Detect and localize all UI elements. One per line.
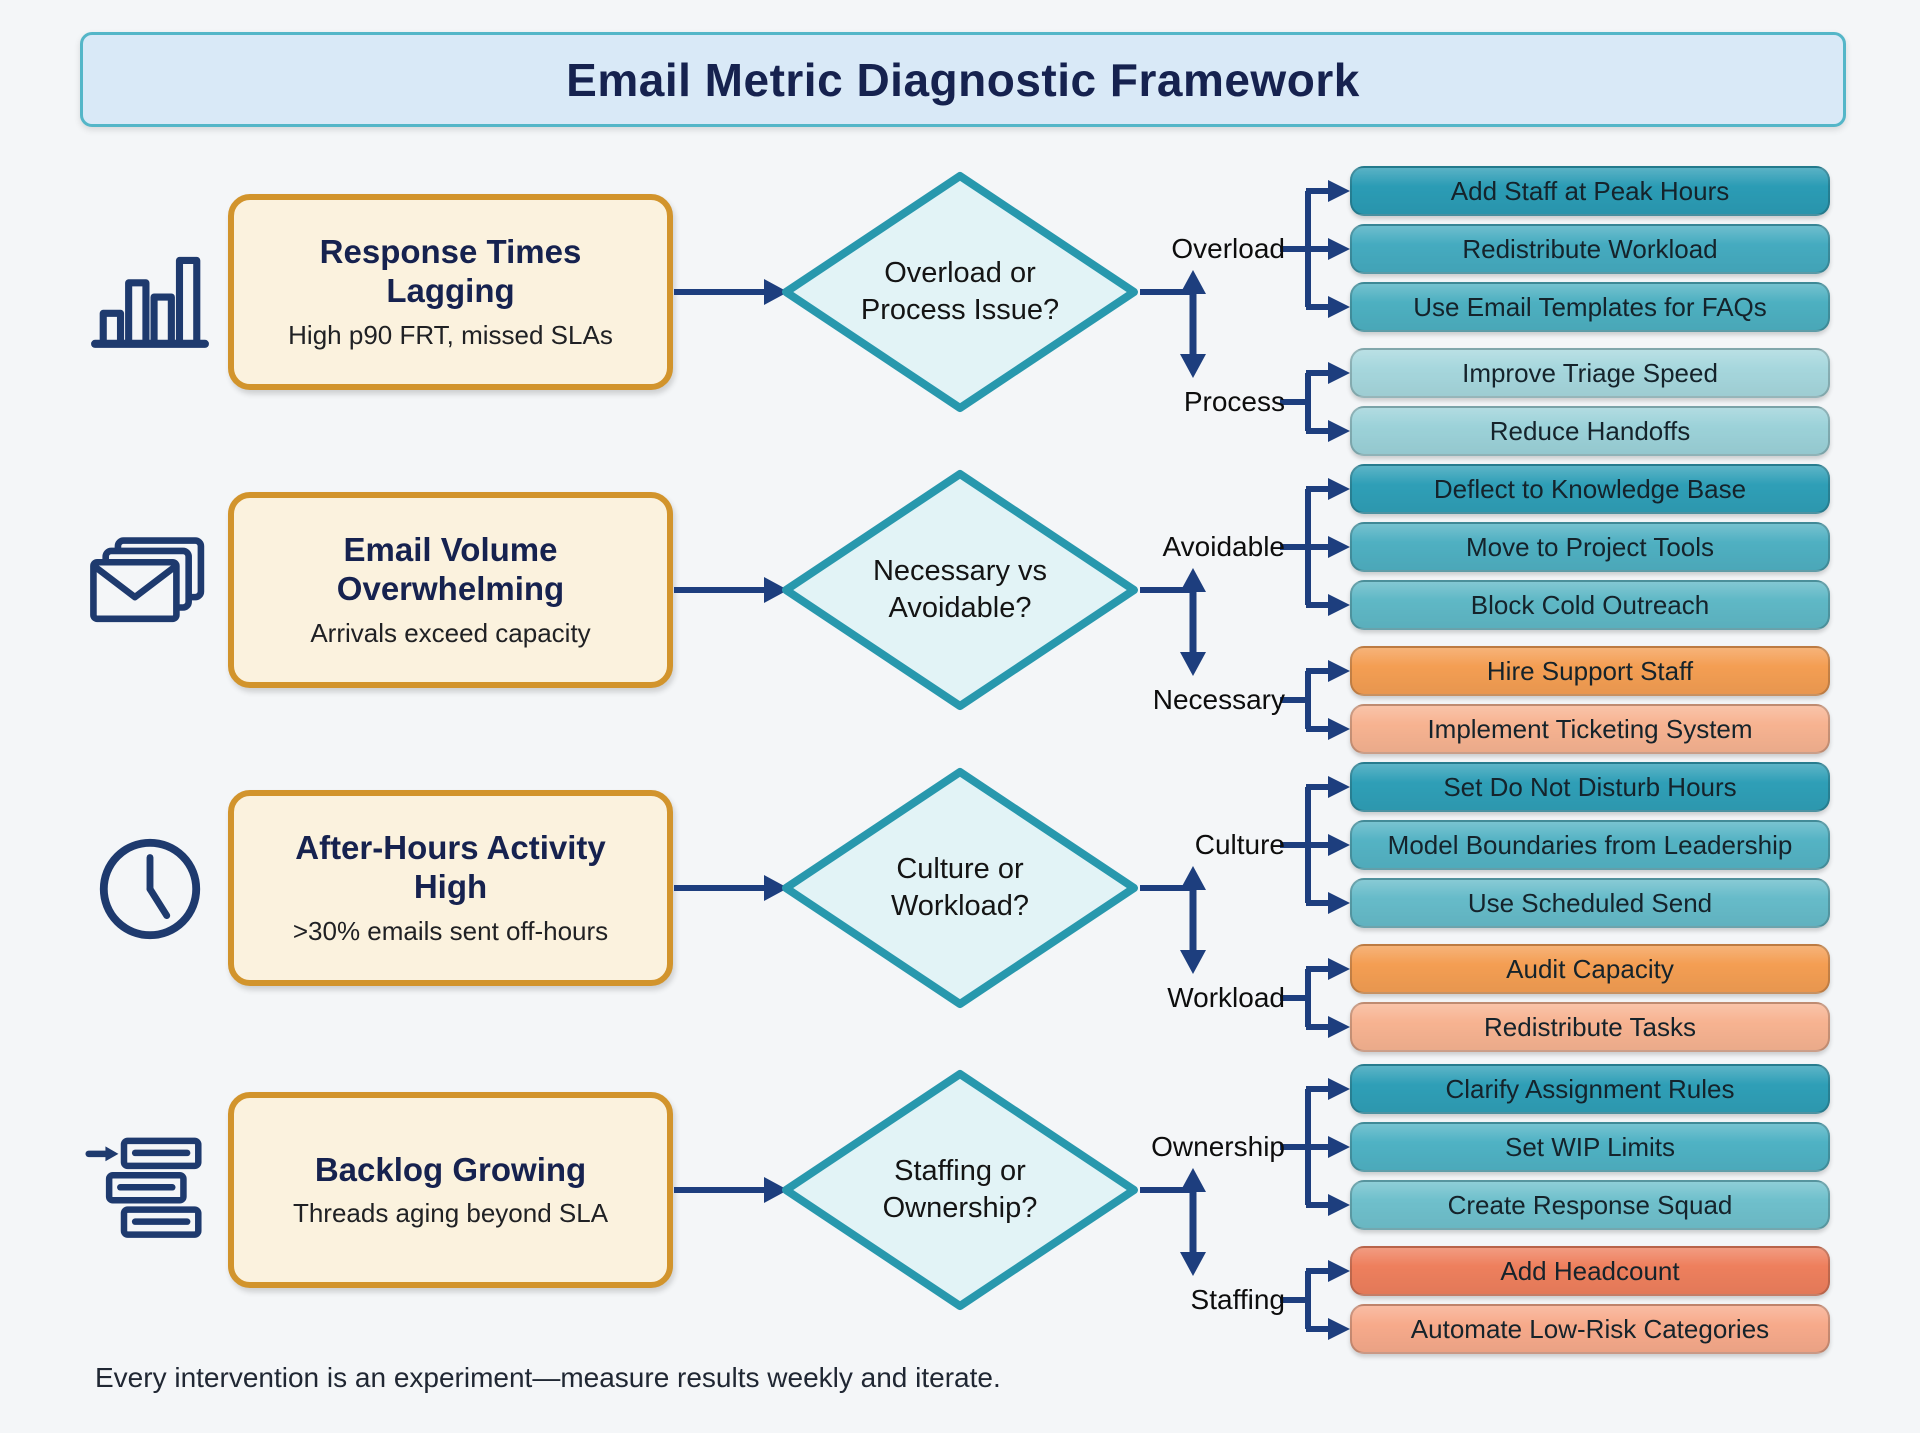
problem-card: Response Times Lagging High p90 FRT, mis…	[228, 194, 673, 390]
problem-title: Response Times Lagging	[319, 233, 582, 309]
action-box: Add Staff at Peak Hours	[1350, 166, 1830, 216]
action-box: Move to Project Tools	[1350, 522, 1830, 572]
problem-card: Backlog Growing Threads aging beyond SLA	[228, 1092, 673, 1288]
problem-card: Email Volume Overwhelming Arrivals excee…	[228, 492, 673, 688]
decision-diamond: Staffing or Ownership?	[780, 1068, 1140, 1312]
action-box: Audit Capacity	[1350, 944, 1830, 994]
decision-diamond: Culture or Workload?	[780, 766, 1140, 1010]
branch-label-top: Ownership	[1151, 1131, 1285, 1162]
page-title: Email Metric Diagnostic Framework	[80, 32, 1846, 127]
action-box: Create Response Squad	[1350, 1180, 1830, 1230]
decision-question: Culture or Workload?	[890, 852, 1030, 922]
branch-label-top: Overload	[1171, 233, 1285, 264]
action-box: Hire Support Staff	[1350, 646, 1830, 696]
footer-note: Every intervention is an experiment—meas…	[95, 1362, 1001, 1393]
row-connectors	[674, 478, 1350, 740]
branch-label-bottom: Process	[1183, 386, 1285, 417]
action-box: Clarify Assignment Rules	[1350, 1064, 1830, 1114]
action-box: Add Headcount	[1350, 1246, 1830, 1296]
row-email-volume: Email Volume Overwhelming Arrivals excee…	[0, 438, 1920, 782]
action-box: Set WIP Limits	[1350, 1122, 1830, 1172]
problem-title: After-Hours Activity High	[295, 829, 606, 905]
action-box: Automate Low-Risk Categories	[1350, 1304, 1830, 1354]
branch-label-bottom: Necessary	[1152, 684, 1285, 715]
action-box: Deflect to Knowledge Base	[1350, 464, 1830, 514]
clock-icon	[84, 824, 216, 954]
action-box: Use Scheduled Send	[1350, 878, 1830, 928]
action-box: Block Cold Outreach	[1350, 580, 1830, 630]
row-response-times: Response Times Lagging High p90 FRT, mis…	[0, 140, 1920, 484]
action-box: Improve Triage Speed	[1350, 348, 1830, 398]
bar-chart-icon	[84, 228, 216, 358]
row-backlog: Backlog Growing Threads aging beyond SLA…	[0, 1038, 1920, 1382]
decision-diamond: Necessary vs Avoidable?	[780, 468, 1140, 712]
branch-label-top: Culture	[1194, 829, 1285, 860]
problem-title: Backlog Growing	[314, 1150, 587, 1188]
row-after-hours: After-Hours Activity High >30% emails se…	[0, 736, 1920, 1080]
decision-question: Necessary vs Avoidable?	[872, 554, 1048, 624]
problem-subtitle: High p90 FRT, missed SLAs	[288, 319, 613, 350]
problem-subtitle: Arrivals exceed capacity	[310, 617, 591, 648]
branch-label-top: Avoidable	[1162, 531, 1285, 562]
decision-question: Staffing or Ownership?	[882, 1154, 1038, 1224]
backlog-stack-icon	[84, 1126, 216, 1256]
problem-subtitle: Threads aging beyond SLA	[292, 1198, 609, 1229]
row-connectors	[674, 776, 1350, 1038]
action-box: Redistribute Workload	[1350, 224, 1830, 274]
action-box: Use Email Templates for FAQs	[1350, 282, 1830, 332]
action-box: Reduce Handoffs	[1350, 406, 1830, 456]
row-connectors	[674, 180, 1350, 442]
decision-diamond: Overload or Process Issue?	[780, 170, 1140, 414]
branch-label-bottom: Staffing	[1190, 1284, 1285, 1315]
branch-label-bottom: Workload	[1167, 982, 1285, 1013]
row-connectors	[674, 1078, 1350, 1340]
action-box: Set Do Not Disturb Hours	[1350, 762, 1830, 812]
stacked-envelopes-icon	[84, 526, 216, 656]
decision-question: Overload or Process Issue?	[860, 256, 1060, 326]
problem-title: Email Volume Overwhelming	[336, 531, 565, 607]
page-title-text: Email Metric Diagnostic Framework	[566, 53, 1360, 106]
action-box: Redistribute Tasks	[1350, 1002, 1830, 1052]
action-box: Model Boundaries from Leadership	[1350, 820, 1830, 870]
action-box: Implement Ticketing System	[1350, 704, 1830, 754]
problem-subtitle: >30% emails sent off-hours	[292, 915, 609, 946]
problem-card: After-Hours Activity High >30% emails se…	[228, 790, 673, 986]
